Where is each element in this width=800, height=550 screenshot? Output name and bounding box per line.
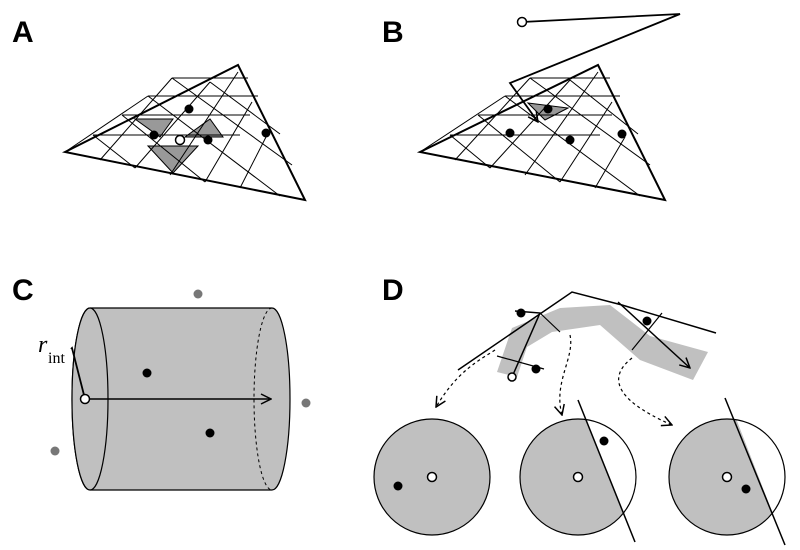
dashed-arrow	[560, 334, 572, 415]
segment-path	[457, 291, 717, 380]
mesh-point	[505, 128, 515, 138]
mesh-point	[565, 135, 575, 145]
polyline	[457, 291, 717, 371]
query-point-open	[721, 471, 733, 483]
polyline	[617, 301, 690, 368]
panel-c: C r int	[12, 274, 311, 491]
mesh-point	[203, 135, 213, 145]
inside-point	[142, 368, 152, 378]
shaded-band	[497, 305, 708, 380]
panel-label-a: A	[12, 16, 34, 49]
mesh-point	[261, 128, 271, 138]
mesh-lines	[419, 71, 651, 197]
mesh-point	[617, 129, 627, 139]
mesh-lines	[64, 71, 293, 197]
shaded-triangle	[146, 145, 200, 174]
disk-point	[599, 436, 609, 446]
query-point-open	[507, 372, 517, 382]
neighborhood-disk-1	[373, 418, 491, 536]
dashed-arrow	[436, 349, 496, 407]
mesh-point	[149, 130, 159, 140]
triangle-mesh-a	[61, 63, 307, 202]
shaded-triangle	[133, 118, 174, 138]
panel-label-d: D	[382, 274, 404, 307]
cylinder-far-face-hidden	[253, 307, 273, 491]
mesh-point	[184, 104, 194, 114]
panel-d: D	[373, 274, 786, 546]
outside-point	[193, 289, 203, 299]
dashed-arrow	[618, 357, 672, 425]
outer-triangle	[416, 63, 667, 202]
walk-path	[508, 13, 681, 122]
perpendicular-line	[631, 312, 663, 351]
shaded-triangle	[183, 118, 224, 138]
query-point-open	[426, 471, 438, 483]
segment-point	[531, 364, 541, 374]
panel-a: A	[12, 16, 307, 202]
neighborhood-disk-3	[668, 397, 786, 546]
outside-point	[301, 398, 311, 408]
outside-point	[50, 446, 60, 456]
radius-label-subscript: int	[48, 350, 65, 367]
query-point-open	[174, 134, 186, 146]
neighborhood-disk-2	[519, 399, 637, 543]
query-point-open	[79, 393, 91, 405]
cut-line	[577, 399, 636, 543]
cut-line	[724, 397, 786, 546]
mesh-point	[543, 104, 553, 114]
query-point-open	[572, 471, 584, 483]
disk-point	[741, 484, 751, 494]
panel-label-b: B	[382, 16, 404, 49]
panel-b: B	[382, 13, 681, 202]
disk-point	[393, 481, 403, 491]
triangle-mesh-b	[416, 63, 667, 202]
outer-triangle	[61, 63, 307, 202]
radius-label: r	[38, 332, 48, 358]
radius-line	[70, 346, 86, 400]
perpendicular-line	[539, 312, 561, 333]
segment-point	[642, 316, 652, 326]
segment-point	[516, 308, 526, 318]
panel-label-c: C	[12, 274, 34, 307]
walk-start-point	[516, 16, 528, 28]
inside-point	[205, 428, 215, 438]
